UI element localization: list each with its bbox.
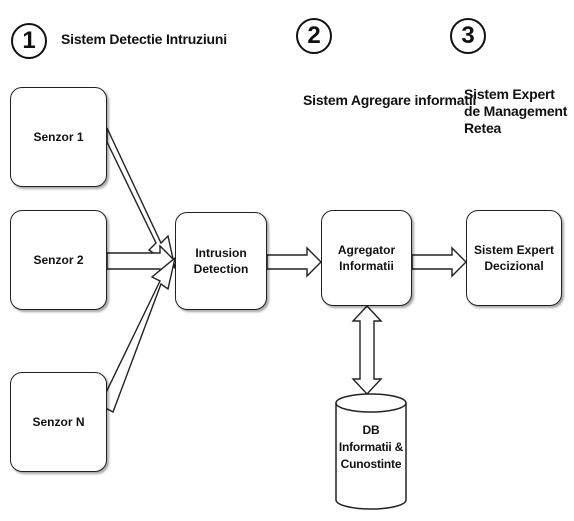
db-line4: Cunostinte [340, 457, 402, 471]
sensor-1-label: Senzor 1 [33, 130, 84, 144]
arrow-senzorn-to-intrusion [99, 256, 177, 413]
db-line2: Informatii [338, 440, 392, 454]
step-2-title-line2: informatii [414, 92, 477, 108]
agregator-line1: Agregator [337, 243, 396, 257]
step-2-badge: 2 [296, 18, 332, 54]
step-3-badge: 3 [450, 18, 486, 54]
intrusion-detection-line2: Detection [193, 262, 249, 276]
sensor-2-label: Senzor 2 [33, 253, 84, 267]
step-2-title-line1: Sistem Agregare [303, 92, 411, 108]
expert-system-line1: Sistem Expert [473, 243, 555, 257]
expert-system-line2: Decizional [484, 259, 544, 273]
db-line1: DB [362, 423, 380, 437]
intrusion-detection-line1: Intrusion [195, 246, 247, 260]
step-3-title-line2: Management Retea [464, 103, 568, 136]
db-line3: & [394, 440, 404, 454]
agregator-line2: Informatii [339, 259, 394, 273]
sensor-n-label: Senzor N [32, 415, 85, 429]
arrow-agregator-to-expert [411, 246, 467, 278]
arrow-senzor1-to-intrusion [106, 127, 177, 270]
sensor-1-box: Senzor 1 [10, 87, 107, 187]
sensor-2-box: Senzor 2 [10, 210, 107, 310]
expert-system-box: Sistem Expert Decizional [466, 210, 562, 306]
step-1-badge: 1 [11, 23, 47, 59]
step-3-title: Sistem Expert de Management Retea [464, 86, 574, 137]
step-2-title: Sistem Agregare informatii [303, 92, 476, 109]
agregator-box: Agregator Informatii [321, 210, 412, 306]
arrow-intrusion-to-agregator [266, 246, 322, 278]
sensor-n-box: Senzor N [10, 372, 107, 472]
intrusion-detection-box: Intrusion Detection [175, 212, 267, 310]
step-3-title-line1: Sistem Expert de [464, 86, 555, 119]
arrow-agregator-db-bidirectional [351, 304, 383, 396]
db-cylinder-icon [335, 393, 407, 510]
db-label: DB Informatii & Cunostinte [336, 422, 406, 473]
step-1-title: Sistem Detectie Intruziuni [61, 31, 227, 47]
